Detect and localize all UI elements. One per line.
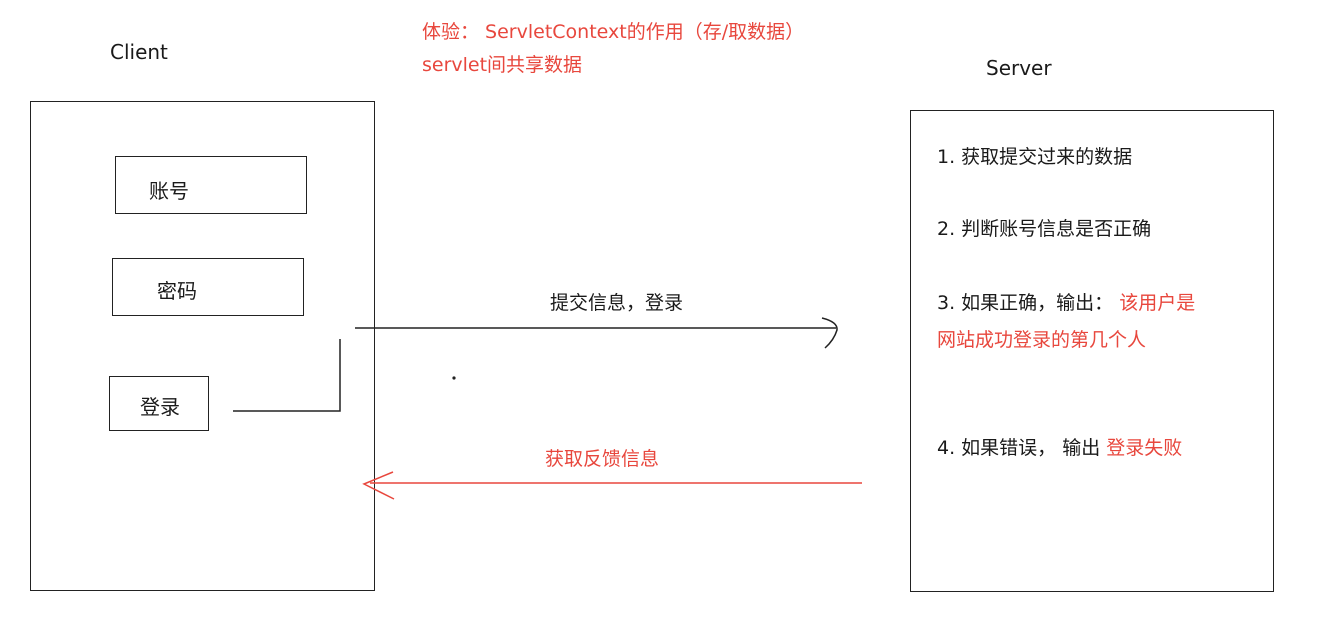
server-step-1: 1. 获取提交过来的数据 (937, 139, 1237, 176)
account-field-label: 账号 (149, 179, 189, 203)
server-step-1-text: 1. 获取提交过来的数据 (937, 146, 1133, 168)
account-field[interactable]: 账号 (115, 156, 307, 214)
server-label: Server (986, 56, 1052, 80)
login-button[interactable]: 登录 (109, 376, 209, 431)
password-field[interactable]: 密码 (112, 258, 304, 316)
server-step-4: 4. 如果错误， 输出 登录失败 (937, 430, 1207, 467)
login-connector-line (233, 339, 341, 412)
server-step-3: 3. 如果正确，输出： 该用户是网站成功登录的第几个人 (937, 285, 1207, 359)
heading-line-1: 体验： ServletContext的作用（存/取数据） (422, 21, 805, 43)
server-step-2-text: 2. 判断账号信息是否正确 (937, 218, 1152, 240)
login-button-label: 登录 (140, 395, 180, 419)
response-arrowhead (362, 471, 395, 500)
password-field-label: 密码 (157, 279, 197, 303)
server-step-4-highlight: 登录失败 (1106, 437, 1183, 459)
request-arrow-label: 提交信息，登录 (550, 292, 684, 314)
server-step-3-highlight: 该用户是网站成功登录的第几个人 (937, 292, 1196, 351)
response-arrow-label: 获取反馈信息 (545, 448, 660, 470)
client-box (30, 101, 375, 591)
client-label: Client (110, 40, 168, 64)
server-step-4-text: 4. 如果错误， 输出 (937, 437, 1107, 459)
server-step-3-text: 3. 如果正确，输出： (937, 292, 1120, 314)
server-step-2: 2. 判断账号信息是否正确 (937, 211, 1237, 248)
diagram-heading: 体验： ServletContext的作用（存/取数据） servlet间共享数… (422, 16, 882, 82)
request-arrowhead (821, 317, 838, 349)
server-box (910, 110, 1274, 592)
stray-dot (452, 376, 456, 380)
heading-line-2: servlet间共享数据 (422, 54, 583, 76)
